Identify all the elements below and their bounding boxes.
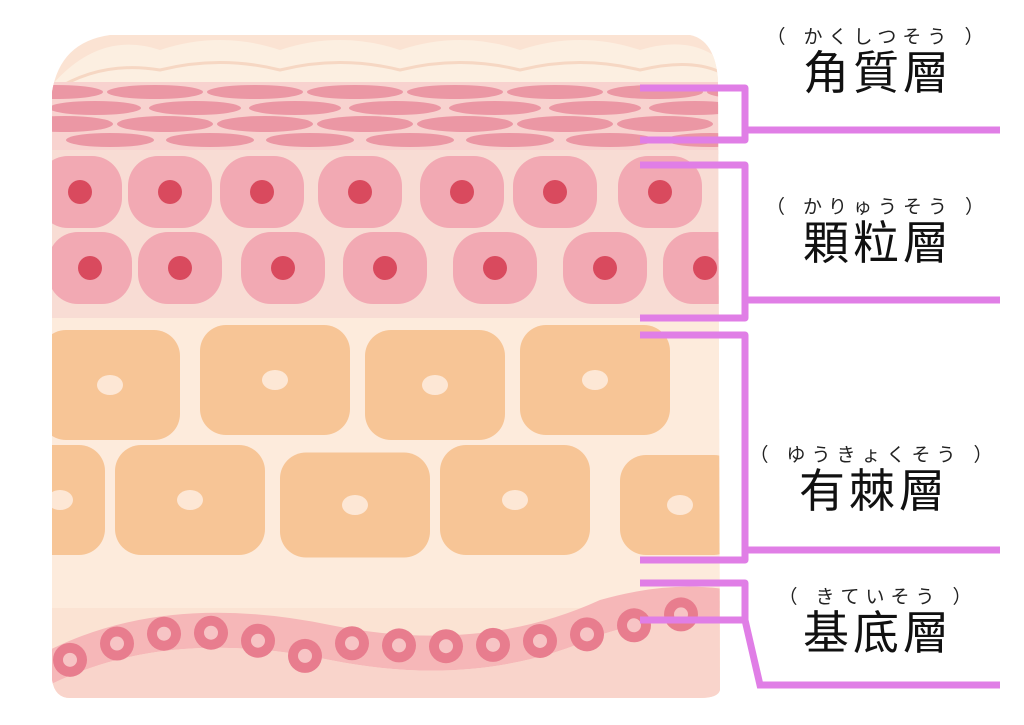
spinous-nucleus xyxy=(502,490,528,510)
label-stratum-granulosum: （ かりゅうそう ） 顆粒層 xyxy=(748,192,1008,267)
basal-nucleus xyxy=(298,648,312,663)
bracket-outline xyxy=(640,331,749,564)
name-stratum-granulosum: 顆粒層 xyxy=(803,216,953,270)
granular-nucleus xyxy=(648,180,672,204)
corneum-cell xyxy=(349,101,441,115)
corneum-cell xyxy=(107,85,203,99)
corneum-cell xyxy=(166,133,254,147)
bracket-leader xyxy=(741,619,1000,689)
layer-brackets xyxy=(640,84,1000,689)
stratum-corneum-cells xyxy=(52,82,720,154)
corneum-cell xyxy=(207,85,303,99)
stratum-basale-cells xyxy=(53,597,698,677)
corneum-cell xyxy=(217,116,313,132)
corneum-cell xyxy=(117,116,213,132)
corneum-cell xyxy=(449,101,541,115)
bracket-outline xyxy=(640,84,749,144)
reading-stratum-spinosum: （ ゆうきょくそう ） xyxy=(749,444,999,466)
bracket-outline xyxy=(640,579,749,624)
granular-nucleus xyxy=(271,256,295,280)
reading-stratum-basale: （ きていそう ） xyxy=(778,586,978,608)
basal-nucleus xyxy=(251,633,265,648)
granular-nucleus xyxy=(68,180,92,204)
surface-ridges xyxy=(52,40,720,94)
corneum-cell xyxy=(617,116,713,132)
spinous-nucleus xyxy=(342,495,368,515)
corneum-cell xyxy=(407,85,503,99)
basal-nucleus xyxy=(204,625,218,640)
basal-nucleus xyxy=(486,637,500,652)
granular-nucleus xyxy=(593,256,617,280)
basal-nucleus xyxy=(157,626,171,641)
corneum-cell xyxy=(66,133,154,147)
basal-nucleus xyxy=(392,638,406,653)
corneum-cell xyxy=(566,133,654,147)
spinous-nucleus xyxy=(422,375,448,395)
corneum-cell xyxy=(149,101,241,115)
label-stratum-corneum: （ かくしつそう ） 角質層 xyxy=(748,22,1008,97)
corneum-cell xyxy=(507,85,603,99)
granular-nucleus xyxy=(250,180,274,204)
corneum-cell xyxy=(249,101,341,115)
spinous-nucleus xyxy=(177,490,203,510)
basal-nucleus xyxy=(627,618,641,633)
granular-nucleus xyxy=(168,256,192,280)
basal-nucleus xyxy=(580,627,594,642)
corneum-cell xyxy=(517,116,613,132)
basal-nucleus xyxy=(439,639,453,654)
corneum-cell xyxy=(649,101,720,115)
basal-nucleus xyxy=(345,636,359,651)
basal-nucleus xyxy=(533,633,547,648)
corneum-cell xyxy=(307,85,403,99)
granular-nucleus xyxy=(543,180,567,204)
spinous-nucleus xyxy=(97,375,123,395)
stratum-spinosum-cells xyxy=(52,318,720,608)
corneum-cell xyxy=(417,116,513,132)
corneum-cell xyxy=(466,133,554,147)
granular-nucleus xyxy=(348,180,372,204)
spinous-nucleus xyxy=(582,370,608,390)
reading-stratum-granulosum: （ かりゅうそう ） xyxy=(765,196,991,218)
bracket-outline xyxy=(640,161,749,322)
spinous-nucleus xyxy=(667,495,693,515)
corneum-cell xyxy=(549,101,641,115)
basal-nucleus xyxy=(63,652,77,667)
reading-stratum-corneum: （ かくしつそう ） xyxy=(766,26,990,48)
corneum-cell xyxy=(317,116,413,132)
name-stratum-spinosum: 有棘層 xyxy=(799,464,949,518)
granular-nucleus xyxy=(483,256,507,280)
granular-nucleus xyxy=(693,256,717,280)
granular-nucleus xyxy=(373,256,397,280)
label-stratum-spinosum: （ ゆうきょくそう ） 有棘層 xyxy=(734,440,1014,515)
granular-nucleus xyxy=(450,180,474,204)
label-stratum-basale: （ きていそう ） 基底層 xyxy=(748,582,1008,657)
corneum-cell xyxy=(52,116,113,132)
granular-nucleus xyxy=(78,256,102,280)
name-stratum-basale: 基底層 xyxy=(803,606,953,660)
spinous-nucleus xyxy=(262,370,288,390)
stratum-granulosum-cells xyxy=(52,150,720,320)
corneum-cell xyxy=(52,85,103,99)
corneum-cell xyxy=(366,133,454,147)
spinous-nucleus xyxy=(52,490,73,510)
tissue-block xyxy=(52,35,720,698)
corneum-cell xyxy=(266,133,354,147)
name-stratum-corneum: 角質層 xyxy=(803,46,953,100)
basal-nucleus xyxy=(110,636,124,651)
corneum-cell xyxy=(52,101,141,115)
granular-nucleus xyxy=(158,180,182,204)
